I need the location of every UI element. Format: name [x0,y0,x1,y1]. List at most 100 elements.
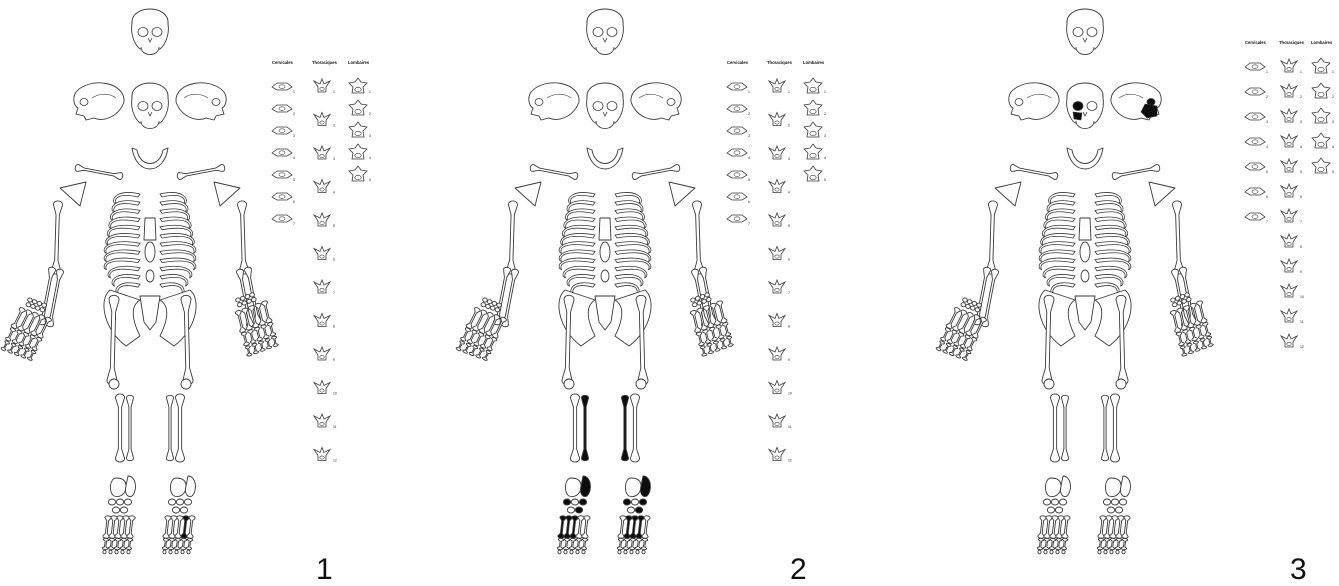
skull-left-lateral [529,83,579,120]
phalanx-bone [245,346,252,357]
vertebra-bone: 9 [1281,259,1302,274]
metacarpal-bone [690,310,701,333]
talus-bone [1045,478,1061,497]
sacrum-bone [140,296,160,330]
metacarpal-bone [10,307,25,330]
vertebra-number: 2 [1332,95,1334,99]
calcaneus-bone [1120,476,1130,497]
vertebra-bone: 7 [1245,213,1268,224]
vertebra-number: 5 [1266,170,1268,174]
tarsal-bone [567,507,574,513]
vertebra-number: 4 [1300,145,1302,149]
vertebra-number: 4 [788,191,790,195]
calcaneus-bone [580,476,590,497]
vertebra-number: 5 [333,224,335,228]
phalanx-bone [1122,550,1125,554]
skeleton-bones [455,9,738,554]
tarsal-bone [172,507,179,513]
metacarpal-bone [965,314,980,337]
phalanx-bone [1182,329,1191,344]
phalanx-bone [181,550,184,554]
left-tibia-bone [1050,394,1059,462]
vertebra-bone: 1 [769,79,790,94]
phalanx-bone [709,327,718,342]
vertebra-number: 3 [1266,120,1268,124]
skull-top-view [132,9,169,55]
left-foot [102,476,135,554]
phalanx-bone [1180,346,1187,357]
phalanx-bone [103,550,106,554]
phalanx-bone [641,538,648,550]
phalanx-bone [713,341,720,352]
tarsal-bone [184,499,191,505]
left-fibula-bone [1061,395,1068,460]
scapula-bone [669,182,695,206]
vertebra-number: 3 [1332,120,1334,124]
right-humerus-bone [1172,201,1183,274]
vertebra-number: 7 [333,291,335,295]
skull-left-lateral [74,83,124,120]
sacrum-bone [595,296,615,330]
tarsal-bone [1059,499,1066,505]
skeleton-bones [0,9,283,554]
left-rib-cage [559,193,595,295]
vertebra-bone: 7 [314,280,335,295]
phalanx-bone [187,550,190,554]
skull-frontal [587,83,624,129]
tarsal-bone [1047,507,1054,513]
vertebra-bone: 1 [314,79,335,94]
sternum-bone [1079,218,1091,240]
calcaneus-bone [640,476,650,497]
right-patella-bone [1116,379,1126,389]
vertebra-bone: 3 [804,122,826,138]
tarsal-bone [180,507,187,513]
left-hand [0,294,56,362]
talus-bone [625,478,641,497]
left-humerus-bone [506,201,517,274]
vertebra-bone: 3 [349,122,371,138]
vertebra-bone: 2 [769,113,790,128]
vertebra-number: 1 [1300,70,1302,74]
phalanx-bone [109,550,112,554]
vertebra-number: 3 [369,134,371,138]
vertebra-bone: 1 [727,83,750,94]
metacarpal-bone [479,312,494,335]
vertebra-number: 10 [1300,295,1304,299]
vertebra-column-label: Thoraciques [767,60,793,65]
vertebra-number: 5 [1300,170,1302,174]
vertebra-number: 3 [293,134,295,138]
vertebra-column-label: Cervicales [272,60,294,65]
vertebra-bone: 10 [314,381,337,396]
right-tibia-bone [630,394,639,462]
vertebra-bone: 6 [1281,184,1302,199]
vertebra-bone: 7 [1281,209,1302,224]
figure-number: 3 [1290,555,1307,585]
vertebra-bone: 8 [314,314,335,329]
sternum-body-bone [600,242,610,262]
phalanx-bone [570,550,573,554]
vertebra-bone: 1 [1312,58,1334,74]
tarsal-bone [1043,499,1050,505]
vertebra-bone: 3 [1245,113,1268,124]
phalanx-bone [1187,343,1194,354]
scapula-bone [515,182,541,206]
phalanx-bone [1044,550,1047,554]
vertebra-bone: 8 [769,314,790,329]
vertebra-number: 4 [824,156,826,160]
right-patella-bone [181,379,191,389]
vertebra-bone: 6 [272,193,295,204]
vertebra-bone: 5 [272,171,295,182]
tarsal-bone [1111,499,1118,505]
tarsal-bone [631,499,638,505]
right-patella-bone [636,379,646,389]
vertebra-number: 5 [788,224,790,228]
phalanx-bone [186,538,193,550]
vertebra-number: 2 [1300,95,1302,99]
vertebra-number: 5 [824,178,826,182]
vertebra-number: 2 [788,124,790,128]
phalanx-bone [1050,550,1053,554]
tarsal-bone [120,507,127,513]
left-foot [1037,476,1070,554]
